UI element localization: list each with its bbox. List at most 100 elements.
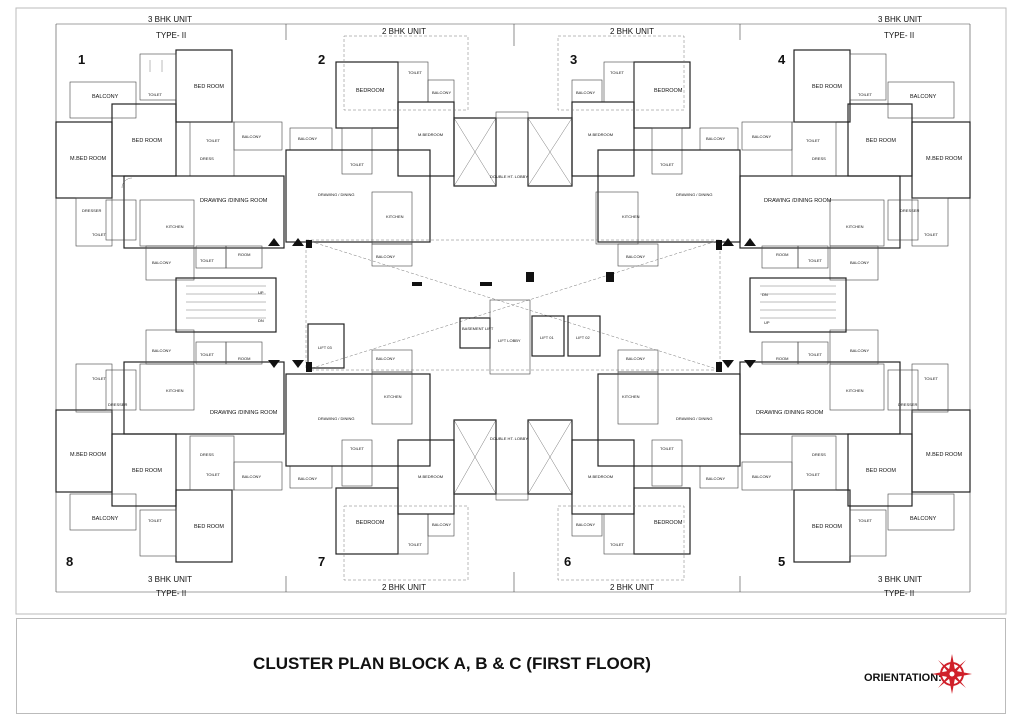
unit-5-dresser-label: DRESSER bbox=[898, 402, 917, 407]
unit-4-dress-label: DRESS bbox=[812, 156, 826, 161]
unit-number-8: 8 bbox=[66, 554, 73, 569]
lift-lobby-label: LIFT LOBBY bbox=[498, 338, 521, 343]
title-block bbox=[16, 618, 1006, 714]
compass-rose bbox=[932, 654, 972, 694]
unit-3-kitchen-label: KITCHEN bbox=[622, 214, 640, 219]
unit-4-dresser-label: DRESSER bbox=[900, 208, 919, 213]
unit-1-toilet4-label: TOILET bbox=[200, 258, 214, 263]
unit-1-bedroom2-label: BED ROOM bbox=[194, 84, 224, 90]
unit-7-type-label: 2 BHK UNIT bbox=[382, 583, 426, 592]
unit-3-toilet-label: TOILET bbox=[610, 70, 624, 75]
unit-5-toilet2-label: TOILET bbox=[806, 472, 820, 477]
unit-number-4: 4 bbox=[778, 52, 786, 67]
unit-8-plan bbox=[55, 329, 285, 563]
unit-number-5: 5 bbox=[778, 554, 785, 569]
unit-2-plan bbox=[285, 35, 469, 267]
unit-7-kitchen-label: KITCHEN bbox=[384, 394, 402, 399]
unit-8-toilet2-label: TOILET bbox=[206, 472, 220, 477]
unit-3-mbedroom-label: M.BEDROOM bbox=[588, 132, 613, 137]
unit-1-room-label: ROOM bbox=[238, 252, 250, 257]
unit-5-kitchen-label: KITCHEN bbox=[846, 388, 864, 393]
basement-lift-label: BASEMENT LIFT bbox=[462, 326, 494, 331]
unit-7-balcony2-label: BALCONY bbox=[298, 476, 317, 481]
sheet-border bbox=[15, 7, 1007, 615]
unit-8-toilet-label: TOILET bbox=[148, 518, 162, 523]
unit-2-bedroom-label: BEDROOM bbox=[356, 88, 385, 94]
unit-7-balcony-label: BALCONY bbox=[432, 522, 451, 527]
unit-2-balcony3-label: BALCONY bbox=[376, 254, 395, 259]
unit-1-bedroom-label: BED ROOM bbox=[132, 138, 162, 144]
unit-4-room-label: ROOM bbox=[776, 252, 788, 257]
unit-8-dress-label: DRESS bbox=[200, 452, 214, 457]
unit-4-bedroom-label: BED ROOM bbox=[866, 138, 896, 144]
unit-8-dresser-label: DRESSER bbox=[108, 402, 127, 407]
unit-4-drawing-label: DRAWING /DINING ROOM bbox=[764, 198, 832, 204]
unit-2-toilet-label: TOILET bbox=[408, 70, 422, 75]
unit-8-kitchen-label: KITCHEN bbox=[166, 388, 184, 393]
lift-03-label: LIFT 03 bbox=[318, 345, 332, 350]
unit-6-toilet-label: TOILET bbox=[610, 542, 624, 547]
unit-8-subtype-label: TYPE- II bbox=[156, 589, 186, 598]
unit-4-subtype-label: TYPE- II bbox=[884, 31, 914, 40]
unit-3-drawing-label: DRAWING / DINING bbox=[676, 192, 713, 197]
unit-3-balcony2-label: BALCONY bbox=[706, 136, 725, 141]
unit-4-toilet-label: TOILET bbox=[858, 92, 872, 97]
unit-5-bedroom2-label: BED ROOM bbox=[812, 524, 842, 530]
unit-5-room-label: ROOM bbox=[776, 356, 788, 361]
unit-2-type-label: 2 BHK UNIT bbox=[382, 27, 426, 36]
unit-1-type-label: 3 BHK UNIT bbox=[148, 15, 192, 24]
unit-8-type-label: 3 BHK UNIT bbox=[148, 575, 192, 584]
unit-3-plan bbox=[557, 35, 741, 267]
stair-left-dn-label: DN bbox=[258, 318, 264, 323]
unit-4-kitchen-label: KITCHEN bbox=[846, 224, 864, 229]
unit-8-bedroom-label: BED ROOM bbox=[132, 468, 162, 474]
unit-5-plan bbox=[739, 329, 971, 563]
stair-right-up-label: UP bbox=[764, 320, 770, 325]
unit-4-bedroom2-label: BED ROOM bbox=[812, 84, 842, 90]
unit-1-mbedroom-label: M.BED ROOM bbox=[70, 156, 106, 162]
unit-1-plan bbox=[55, 49, 285, 281]
unit-4-type-label: 3 BHK UNIT bbox=[878, 15, 922, 24]
core-plan bbox=[175, 111, 847, 501]
unit-1-drawing-label: DRAWING /DINING ROOM bbox=[200, 198, 268, 204]
unit-number-6: 6 bbox=[564, 554, 571, 569]
unit-6-kitchen-label: KITCHEN bbox=[622, 394, 640, 399]
unit-number-2: 2 bbox=[318, 52, 325, 67]
unit-2-balcony2-label: BALCONY bbox=[298, 136, 317, 141]
unit-3-type-label: 2 BHK UNIT bbox=[610, 27, 654, 36]
unit-2-mbedroom-label: M.BEDROOM bbox=[418, 132, 443, 137]
unit-5-type-label: 3 BHK UNIT bbox=[878, 575, 922, 584]
unit-3-balcony3-label: BALCONY bbox=[626, 254, 645, 259]
double-ht-lobby-bottom-label: DOUBLE HT. LOBBY bbox=[490, 436, 528, 441]
unit-5-dress-label: DRESS bbox=[812, 452, 826, 457]
unit-1-toilet-label: TOILET bbox=[148, 92, 162, 97]
unit-8-toilet3-label: TOILET bbox=[92, 376, 106, 381]
compass-icon bbox=[932, 654, 972, 694]
lift-01-label: LIFT 01 bbox=[540, 335, 554, 340]
unit-3-toilet2-label: TOILET bbox=[660, 162, 674, 167]
unit-6-type-label: 2 BHK UNIT bbox=[610, 583, 654, 592]
unit-6-plan bbox=[557, 349, 741, 581]
unit-6-drawing-label: DRAWING / DINING bbox=[676, 416, 713, 421]
unit-8-bedroom2-label: BED ROOM bbox=[194, 524, 224, 530]
unit-8-drawing-label: DRAWING /DINING ROOM bbox=[210, 410, 278, 416]
unit-8-balcony3-label: BALCONY bbox=[152, 348, 171, 353]
unit-5-drawing-label: DRAWING /DINING ROOM bbox=[756, 410, 824, 416]
unit-1-subtype-label: TYPE- II bbox=[156, 31, 186, 40]
unit-1-dresser-label: DRESSER bbox=[82, 208, 101, 213]
lift-02-label: LIFT 02 bbox=[576, 335, 590, 340]
unit-7-bedroom-label: BEDROOM bbox=[356, 520, 385, 526]
unit-number-7: 7 bbox=[318, 554, 325, 569]
unit-4-mbedroom-label: M.BED ROOM bbox=[926, 156, 962, 162]
unit-3-bedroom-label: BEDROOM bbox=[654, 88, 683, 94]
stair-right-dn-label: DN bbox=[762, 292, 768, 297]
unit-2-toilet2-label: TOILET bbox=[350, 162, 364, 167]
unit-5-balcony2-label: BALCONY bbox=[752, 474, 771, 479]
unit-8-mbedroom-label: M.BED ROOM bbox=[70, 452, 106, 458]
unit-8-balcony2-label: BALCONY bbox=[242, 474, 261, 479]
unit-7-toilet2-label: TOILET bbox=[350, 446, 364, 451]
unit-1-toilet3-label: TOILET bbox=[92, 232, 106, 237]
unit-4-toilet2-label: TOILET bbox=[806, 138, 820, 143]
unit-4-balcony-label: BALCONY bbox=[910, 94, 937, 100]
unit-5-toilet4-label: TOILET bbox=[808, 352, 822, 357]
